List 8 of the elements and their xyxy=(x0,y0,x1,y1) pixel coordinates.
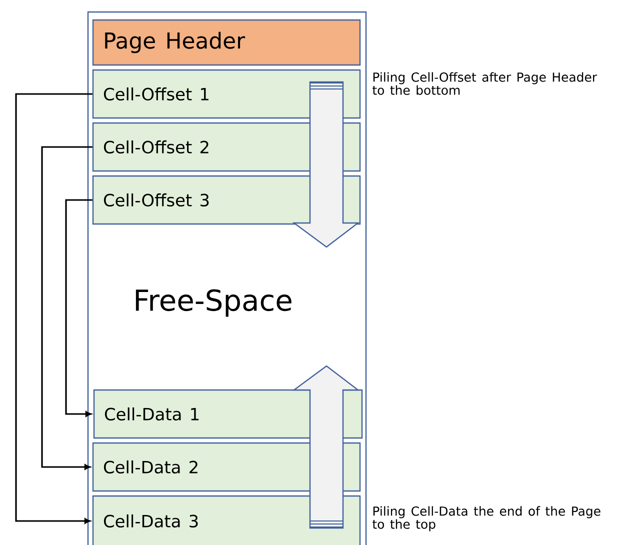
connector-arrow xyxy=(65,199,92,417)
connector-arrow xyxy=(41,146,92,470)
cell-box: Cell-Data 3 xyxy=(92,495,361,545)
connector-arrow xyxy=(15,93,92,524)
cell-box: Cell-Offset 1 xyxy=(92,69,361,119)
note-text: Piling Cell-Data the end of the Page to the top xyxy=(372,506,600,532)
header-box: Page Header xyxy=(92,19,361,66)
note-text: Piling Cell-Offset after Page Header to the bottom xyxy=(372,72,598,95)
